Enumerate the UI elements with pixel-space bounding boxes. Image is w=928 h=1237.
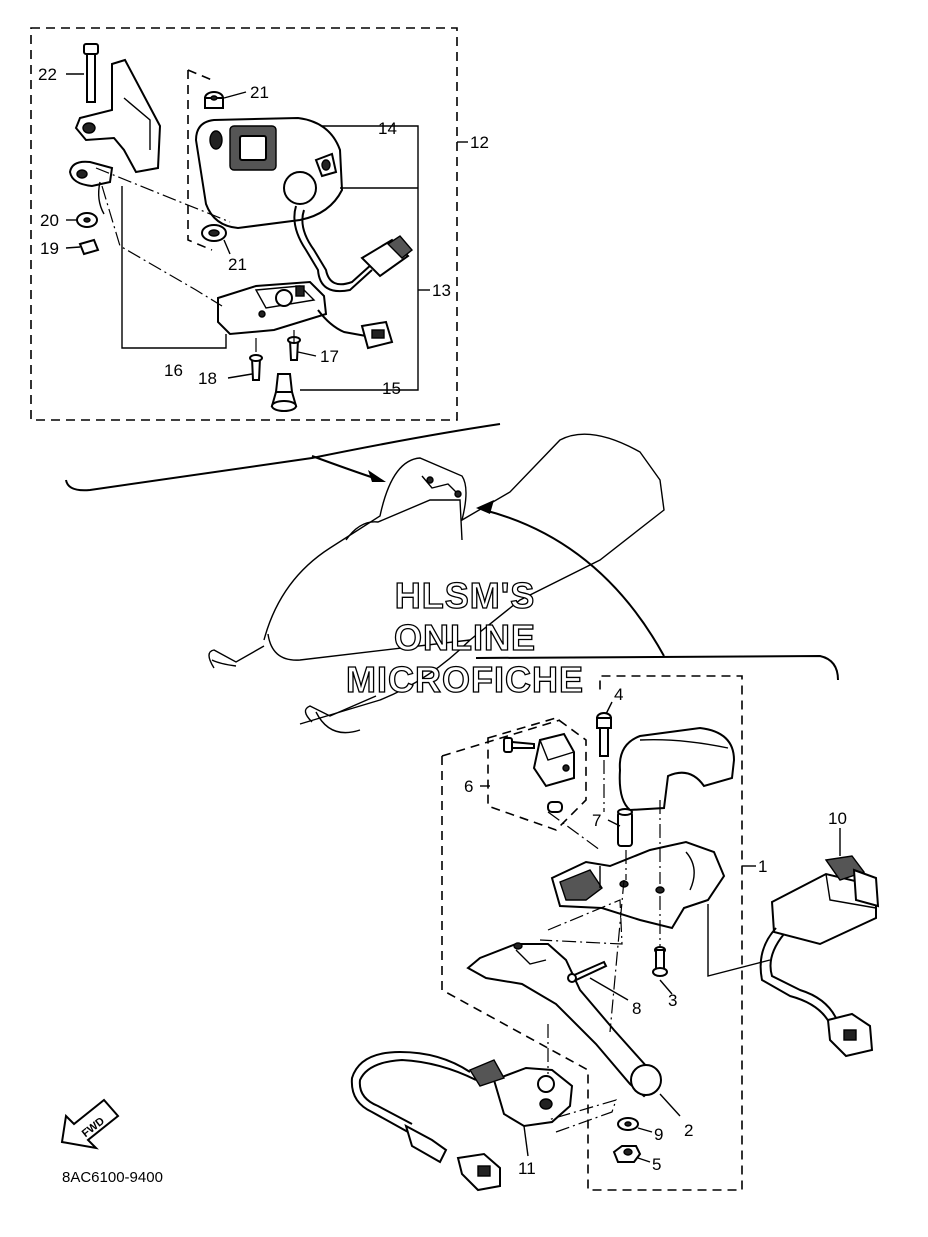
bolt-3 xyxy=(652,946,668,977)
callout-3: 3 xyxy=(668,991,677,1010)
kit-6-spring xyxy=(547,801,563,813)
leader-19 xyxy=(65,246,81,249)
leader-21a xyxy=(223,91,247,99)
callout-9: 9 xyxy=(654,1125,663,1144)
callout-4: 4 xyxy=(614,685,623,704)
base-connector xyxy=(360,320,394,350)
callout-21-lower: 21 xyxy=(228,255,247,274)
upper-assembly: 22 20 19 21 21 14 12 13 17 16 18 15 xyxy=(30,27,489,421)
lever-holder-1 xyxy=(550,840,726,930)
callout-7: 7 xyxy=(592,811,601,830)
bolt-22 xyxy=(83,43,99,103)
leader-8 xyxy=(589,977,629,1001)
leader-5 xyxy=(637,1157,651,1163)
callout-15: 15 xyxy=(382,379,401,398)
callout-14: 14 xyxy=(378,119,397,138)
screw-8 xyxy=(567,960,608,983)
collar-7 xyxy=(617,808,633,847)
grommet-screw-15 xyxy=(270,373,298,412)
upper-assembly-dashed-box xyxy=(30,27,458,421)
leader-17 xyxy=(297,351,317,357)
brake-switch-11 xyxy=(468,1059,574,1128)
callout-19: 19 xyxy=(40,239,59,258)
leader-4 xyxy=(605,701,613,715)
callout-20: 20 xyxy=(40,211,59,230)
mounting-bracket xyxy=(68,58,162,215)
grommet-21-upper xyxy=(204,91,224,109)
brake-switch-10 xyxy=(770,855,880,946)
watermark: HLSM'S ONLINE MICROFICHE xyxy=(345,574,584,700)
housing-wire xyxy=(293,205,373,292)
centerline-b xyxy=(95,167,231,223)
callout-13: 13 xyxy=(432,281,451,300)
callout-8: 8 xyxy=(632,999,641,1018)
leader-11 xyxy=(523,1125,529,1157)
callout-1: 1 xyxy=(758,857,767,876)
callout-17: 17 xyxy=(320,347,339,366)
callout-5: 5 xyxy=(652,1155,661,1174)
screw-18 xyxy=(249,354,263,381)
upper-callout-bracket xyxy=(65,423,501,492)
switch-housing-14 xyxy=(194,116,344,230)
snowmobile-outline xyxy=(65,423,839,734)
leader-7 xyxy=(607,819,621,827)
switch-11-connector xyxy=(404,1123,501,1192)
switch-11-wire xyxy=(350,1050,471,1133)
callout-22: 22 xyxy=(38,65,57,84)
housing-connector xyxy=(360,235,414,278)
callout-16: 16 xyxy=(164,361,183,380)
kit-6-block xyxy=(532,732,575,788)
lever-holder-cover xyxy=(618,726,736,812)
callout-6: 6 xyxy=(464,777,473,796)
bolt-4 xyxy=(596,712,612,757)
bracket-14-15 xyxy=(300,125,419,391)
bracket-16 xyxy=(121,186,227,349)
watermark-line-2: ONLINE xyxy=(394,617,536,658)
callout-21-upper: 21 xyxy=(250,83,269,102)
watermark-line-1: HLSM'S xyxy=(395,575,536,616)
leader-18 xyxy=(227,373,253,379)
callout-12: 12 xyxy=(470,133,489,152)
switch-10-wire xyxy=(759,927,831,1025)
leader-21b xyxy=(223,239,231,255)
watermark-line-3: MICROFICHE xyxy=(346,659,584,700)
brake-lever-2 xyxy=(466,942,662,1098)
switch-base-16 xyxy=(217,280,328,336)
leader-2 xyxy=(659,1093,681,1117)
switch-10-connector xyxy=(826,1012,874,1058)
lower-assembly-dashed-box xyxy=(441,675,743,1191)
centerline-c xyxy=(255,330,295,356)
callout-11: 11 xyxy=(518,1159,536,1178)
callout-10: 10 xyxy=(828,809,847,828)
centerline-a xyxy=(101,185,223,307)
leader-9 xyxy=(637,1127,653,1133)
part-code: 8AC6100-9400 xyxy=(62,1169,163,1186)
kit-6-screw xyxy=(503,737,535,753)
lower-callout-bracket xyxy=(475,654,839,681)
lower-assembly: 4 6 7 1 10 8 3 2 9 5 11 xyxy=(350,675,880,1192)
base-wire xyxy=(317,309,367,337)
fwd-arrow-icon: FWD xyxy=(60,1098,120,1150)
callout-18: 18 xyxy=(198,369,217,388)
arrow-to-lower xyxy=(483,509,665,657)
kit-6-dashed-box xyxy=(487,717,587,831)
leader-3 xyxy=(659,979,673,995)
washer-9 xyxy=(617,1117,639,1131)
callout-2: 2 xyxy=(684,1121,693,1140)
lock-washer-19 xyxy=(78,238,100,256)
arrow-to-upper xyxy=(311,455,381,481)
nut-5 xyxy=(612,1145,642,1163)
grommet-21-lower xyxy=(201,224,227,242)
grommet-guide-lines xyxy=(187,69,213,251)
